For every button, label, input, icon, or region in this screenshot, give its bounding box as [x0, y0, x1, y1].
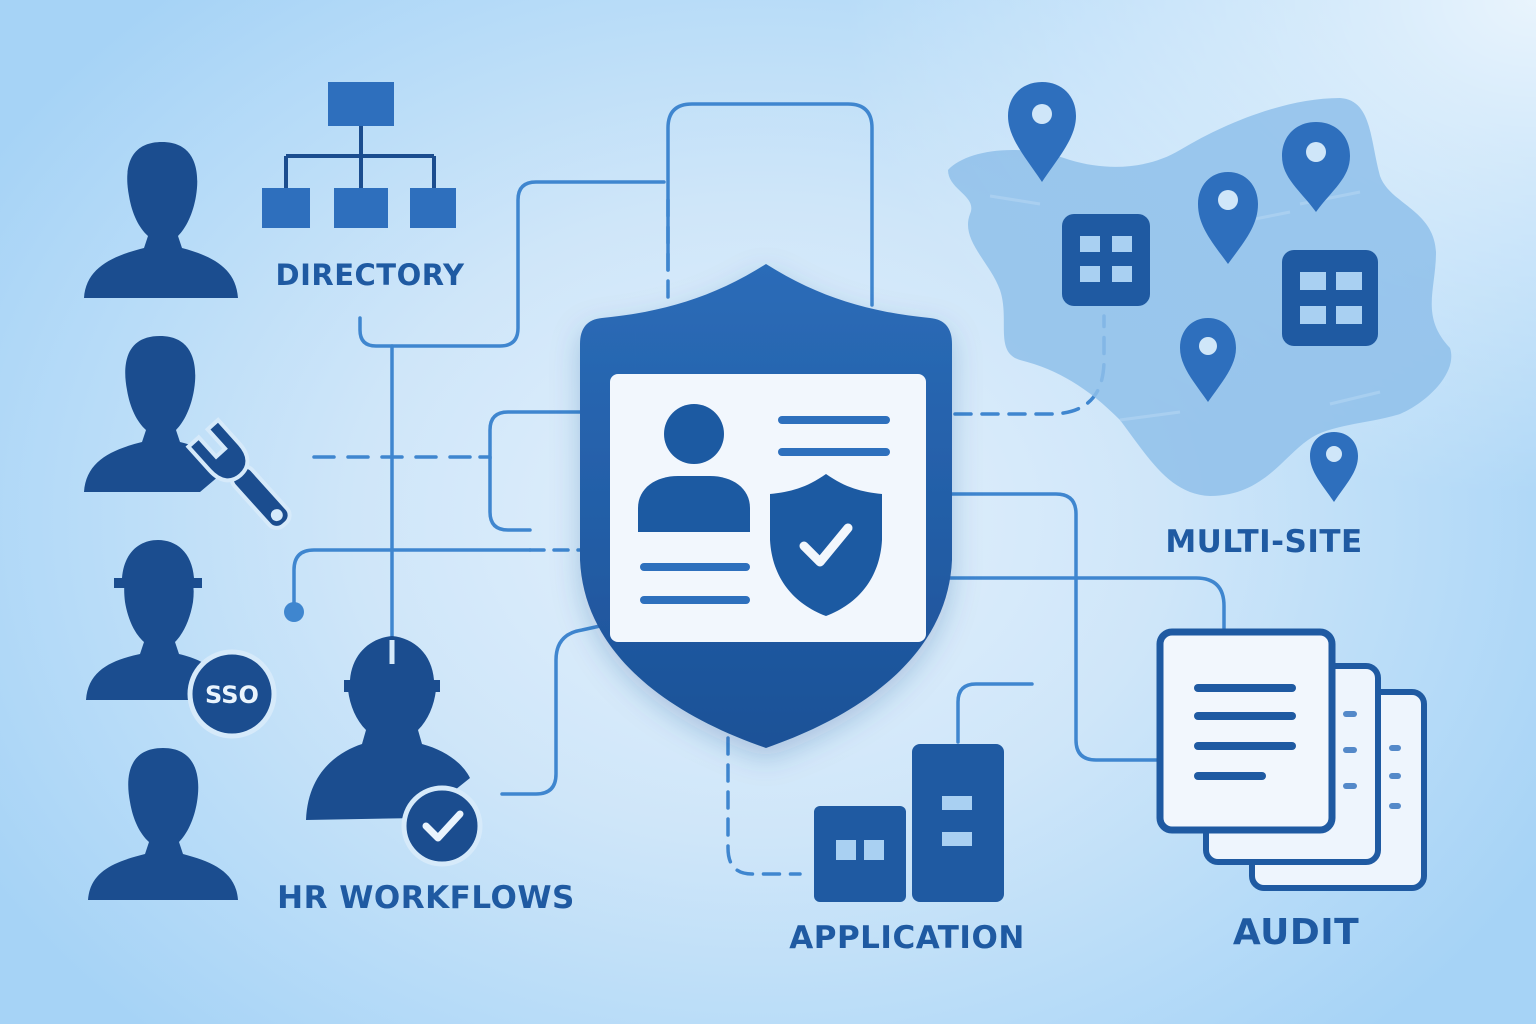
technician-user-icon	[84, 336, 292, 530]
org-chart-icon	[262, 82, 456, 228]
user-icon	[88, 748, 238, 900]
worker-checkmark-icon	[306, 636, 483, 867]
connector-top-loop	[666, 102, 874, 307]
user-icon	[84, 142, 238, 298]
connector-audit-top	[946, 492, 1162, 762]
sso-badge-text: SSO	[205, 681, 259, 709]
site-building-icon	[1062, 214, 1150, 306]
directory-label: DIRECTORY	[275, 258, 465, 292]
application-label: APPLICATION	[789, 920, 1025, 956]
connector-dot-line	[292, 548, 532, 614]
map-pin-icon	[1282, 122, 1350, 212]
worker-user-sso-icon: SSO	[86, 540, 277, 739]
multi-site-label: MULTI-SITE	[1165, 524, 1363, 560]
site-building-icon	[1282, 250, 1378, 346]
id-avatar-body	[638, 476, 750, 532]
connector-hr	[500, 624, 602, 796]
map-pin-icon	[1310, 432, 1358, 502]
connector-lines	[292, 102, 1226, 876]
id-small-shield	[770, 474, 882, 616]
connector-audit-mid	[938, 576, 1226, 634]
audit-label: AUDIT	[1232, 912, 1360, 953]
hr-check-badge	[401, 785, 483, 867]
shield-id-card-icon	[580, 264, 952, 748]
documents-icon	[1156, 628, 1427, 891]
connector-left-mid	[488, 455, 532, 532]
hr-workflows-label: HR WORKFLOWS	[277, 880, 575, 916]
map-pin-icon	[1180, 318, 1236, 402]
connector-application-top	[956, 682, 1034, 744]
map-pin-buildings-icon	[948, 82, 1452, 502]
map-pin-icon	[1198, 172, 1258, 264]
map-pin-icon	[1008, 82, 1076, 182]
id-avatar-head	[664, 404, 724, 464]
connector-dot	[284, 602, 304, 622]
sso-badge	[187, 649, 277, 739]
wrench-icon	[185, 417, 292, 530]
connector-left-upper	[478, 410, 592, 459]
buildings-icon	[814, 744, 1004, 902]
connector-application-dash	[726, 736, 802, 876]
connector-directory	[358, 180, 666, 348]
